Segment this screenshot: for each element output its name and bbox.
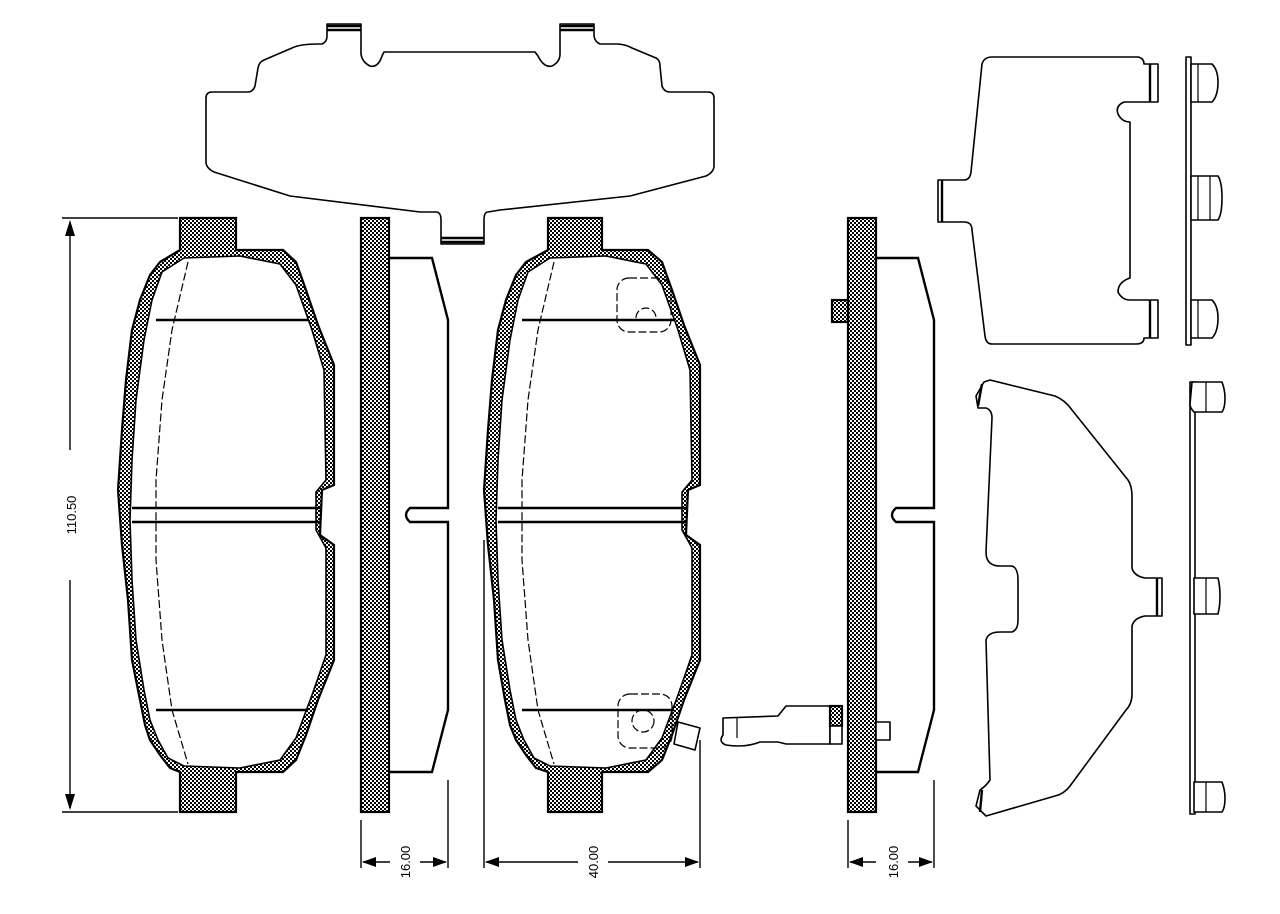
dimension-height: 110.50 [62, 217, 178, 813]
thickness-left-label: 16.00 [398, 846, 413, 879]
wear-sensor [720, 704, 844, 747]
shim-lower-front [975, 379, 1163, 817]
pad-front-view-left [116, 216, 336, 814]
pad-side-view-right [830, 216, 936, 814]
shim-upper-side [1185, 56, 1223, 346]
thickness-right-label: 16.00 [886, 846, 901, 879]
dimension-thickness-right: 16.00 [847, 780, 935, 879]
pad-side-view-left [359, 216, 450, 814]
shim-upper-front [937, 56, 1159, 345]
height-label: 110.50 [64, 496, 79, 535]
anti-rattle-spring-top [205, 23, 715, 245]
width-label: 40.00 [586, 846, 601, 879]
dimension-thickness-left: 16.00 [360, 780, 449, 879]
shim-lower-side [1189, 381, 1226, 815]
dimension-width: 40.00 [483, 540, 701, 879]
pad-front-view-right [482, 216, 702, 814]
